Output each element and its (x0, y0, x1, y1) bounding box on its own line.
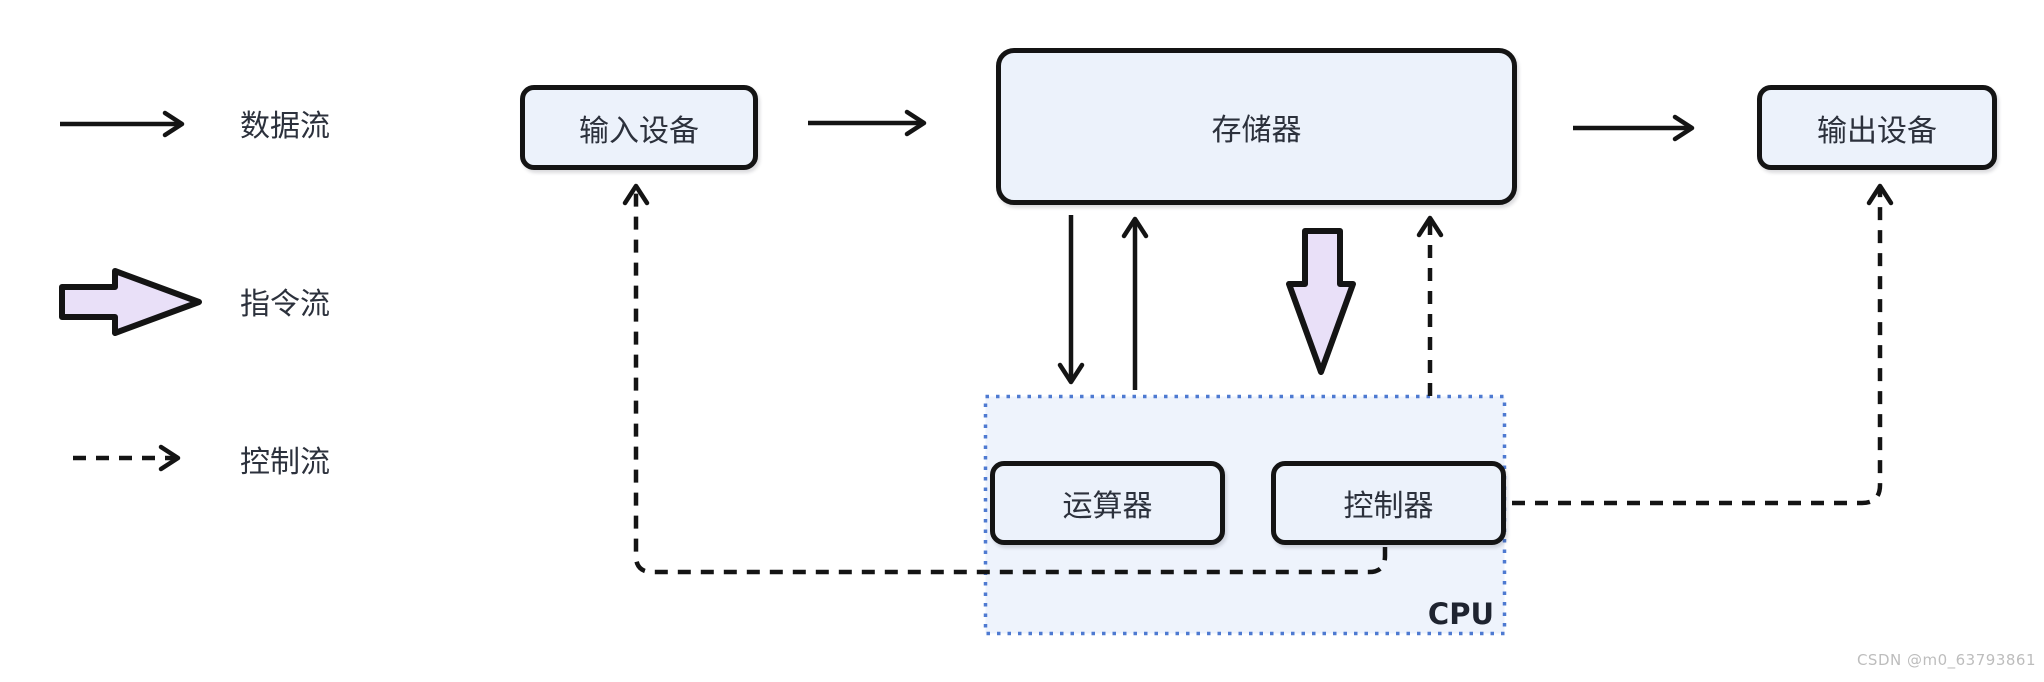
node-control-unit: 控制器 (1271, 461, 1506, 545)
control-arrow-cu-to-input-device (622, 183, 1388, 575)
node-output-device: 输出设备 (1757, 85, 1997, 170)
node-memory: 存储器 (996, 48, 1517, 205)
node-input-device-label: 输入设备 (579, 113, 699, 149)
legend-block-arrow-icon (59, 268, 202, 336)
watermark-text: CSDN @m0_63793861 (1856, 651, 2036, 669)
legend-label-control-flow: 控制流 (240, 445, 330, 480)
node-output-device-label: 输出设备 (1817, 113, 1937, 149)
node-memory-label: 存储器 (1211, 112, 1302, 148)
instruction-flow-block-arrow (1286, 228, 1356, 375)
control-arrow-cu-to-output-device (1512, 183, 1894, 506)
legend-label-data-flow: 数据流 (240, 109, 330, 144)
legend-label-instruction-flow: 指令流 (240, 287, 330, 322)
node-alu-label: 运算器 (1062, 489, 1153, 524)
node-input-device: 输入设备 (520, 85, 758, 170)
cpu-region-label: CPU (1427, 597, 1494, 631)
node-control-unit-label: 控制器 (1343, 489, 1434, 524)
node-alu: 运算器 (990, 461, 1225, 545)
